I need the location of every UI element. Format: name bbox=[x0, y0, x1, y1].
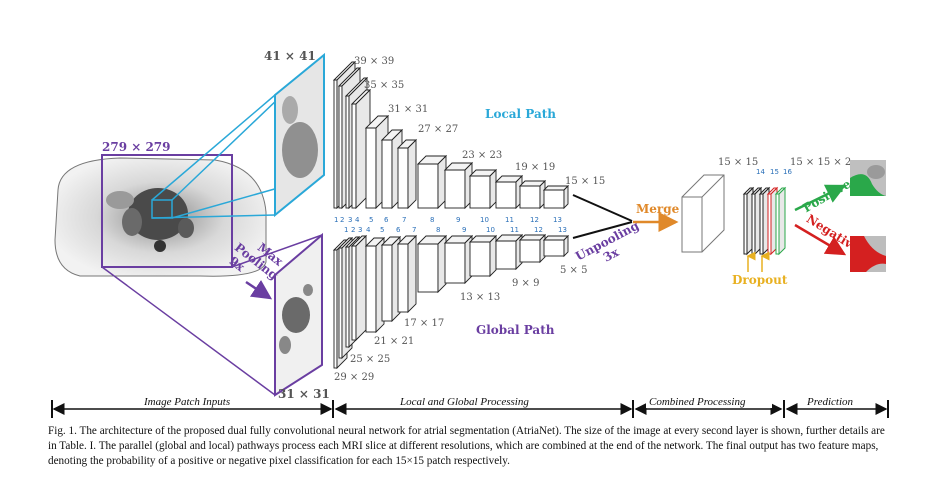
global-layer-number-7: 7 bbox=[412, 226, 416, 234]
positive-arrow bbox=[794, 184, 847, 212]
stage-brackets bbox=[51, 400, 889, 418]
global-size-17: 17 × 17 bbox=[404, 318, 444, 329]
local-layer-12 bbox=[518, 179, 547, 210]
local-layer-number-11: 11 bbox=[505, 216, 514, 224]
global-size-29: 29 × 29 bbox=[334, 372, 374, 383]
global-size-13: 13 × 13 bbox=[460, 292, 500, 303]
global-layer-4 bbox=[350, 234, 368, 342]
layer-number-16: 16 bbox=[783, 168, 792, 176]
global-layer-number-4: 4 bbox=[366, 226, 371, 234]
local-layer-13 bbox=[542, 184, 570, 210]
global-layer-11 bbox=[494, 233, 524, 271]
stage-label-inputs: Image Patch Inputs bbox=[143, 396, 230, 408]
layer-number-14: 14 bbox=[756, 168, 765, 176]
global-layer-number-9: 9 bbox=[462, 226, 466, 234]
merged-feature-block bbox=[681, 174, 725, 253]
local-path-title: Local Path bbox=[485, 107, 556, 121]
global-layer-number-3: 3 bbox=[358, 226, 362, 234]
global-layer-9 bbox=[443, 234, 474, 285]
local-layer-number-9: 9 bbox=[456, 216, 460, 224]
input-size-label: 279 × 279 bbox=[102, 140, 171, 154]
global-layer-10 bbox=[468, 234, 498, 278]
local-patch-size-label: 41 × 41 bbox=[264, 49, 316, 63]
local-layer-number-1: 1 bbox=[334, 216, 338, 224]
global-layer-number-8: 8 bbox=[436, 226, 440, 234]
local-layer-number-12: 12 bbox=[530, 216, 539, 224]
local-layer-8 bbox=[416, 154, 448, 210]
local-size-27: 27 × 27 bbox=[418, 124, 458, 135]
figure-caption: Fig. 1. The architecture of the proposed… bbox=[48, 425, 885, 467]
local-size-31: 31 × 31 bbox=[388, 104, 428, 115]
negative-output-image bbox=[850, 236, 886, 272]
global-layer-5 bbox=[364, 236, 386, 334]
global-patch-size-label: 31 × 31 bbox=[278, 387, 330, 401]
global-layer-number-13: 13 bbox=[558, 226, 567, 234]
local-size-39: 39 × 39 bbox=[354, 56, 394, 67]
global-layer-number-11: 11 bbox=[510, 226, 519, 234]
stage-label-processing: Local and Global Processing bbox=[399, 396, 529, 408]
local-layer-number-4: 4 bbox=[355, 216, 360, 224]
global-to-merge-line bbox=[572, 221, 633, 239]
global-layer-8 bbox=[416, 234, 448, 294]
combined-size-label: 15 × 15 bbox=[718, 157, 758, 168]
global-size-25: 25 × 25 bbox=[350, 354, 390, 365]
architecture-diagram: 279 × 279 41 × 41 31 × 31 Max Pooling 9x… bbox=[51, 49, 889, 418]
local-patch-image bbox=[274, 52, 325, 218]
local-layer-number-2: 2 bbox=[340, 216, 344, 224]
combined-layer-5 bbox=[774, 186, 787, 256]
local-size-35: 35 × 35 bbox=[364, 80, 404, 91]
local-layer-number-3: 3 bbox=[348, 216, 352, 224]
output-size-label: 15 × 15 × 2 bbox=[790, 157, 851, 168]
local-layer-number-7: 7 bbox=[402, 216, 406, 224]
global-layer-number-12: 12 bbox=[534, 226, 543, 234]
layer-number-15: 15 bbox=[770, 168, 779, 176]
global-layer-number-5: 5 bbox=[380, 226, 384, 234]
global-layer-number-6: 6 bbox=[396, 226, 401, 234]
global-size-5: 5 × 5 bbox=[560, 265, 587, 276]
local-layer-number-13: 13 bbox=[553, 216, 562, 224]
local-layer-number-5: 5 bbox=[369, 216, 373, 224]
global-layer-13 bbox=[542, 234, 570, 258]
local-layer-number-8: 8 bbox=[430, 216, 434, 224]
combined-layers bbox=[742, 186, 787, 256]
global-layer-12 bbox=[518, 233, 547, 264]
global-path-title: Global Path bbox=[476, 323, 555, 337]
global-layer-6 bbox=[380, 235, 402, 323]
global-layer-number-1: 1 bbox=[344, 226, 348, 234]
global-patch-box bbox=[101, 154, 233, 268]
positive-output-image bbox=[850, 160, 886, 196]
local-layer-11 bbox=[494, 174, 524, 210]
dropout-label: Dropout bbox=[732, 273, 788, 287]
global-layer-number-2: 2 bbox=[351, 226, 355, 234]
local-size-19: 19 × 19 bbox=[515, 162, 555, 173]
merge-label: Merge bbox=[636, 202, 680, 216]
stage-label-prediction: Prediction bbox=[806, 396, 854, 408]
stage-label-combined: Combined Processing bbox=[649, 396, 746, 408]
local-layer-number-6: 6 bbox=[384, 216, 389, 224]
global-size-21: 21 × 21 bbox=[374, 336, 414, 347]
global-patch-image bbox=[274, 232, 323, 397]
negative-arrow bbox=[794, 223, 847, 256]
global-layer-7 bbox=[396, 234, 418, 314]
global-layer-number-10: 10 bbox=[486, 226, 495, 234]
local-layer-7 bbox=[396, 138, 418, 210]
local-to-merge-line bbox=[572, 194, 633, 222]
svg-text:3x: 3x bbox=[601, 245, 622, 265]
local-layer-9 bbox=[443, 161, 474, 210]
local-layer-number-10: 10 bbox=[480, 216, 489, 224]
positive-label: Positive bbox=[800, 177, 853, 216]
local-size-15: 15 × 15 bbox=[565, 176, 605, 187]
local-layer-10 bbox=[468, 168, 498, 210]
local-size-23: 23 × 23 bbox=[462, 150, 502, 161]
global-size-9: 9 × 9 bbox=[512, 278, 539, 289]
max-pooling-arrow bbox=[245, 279, 273, 300]
